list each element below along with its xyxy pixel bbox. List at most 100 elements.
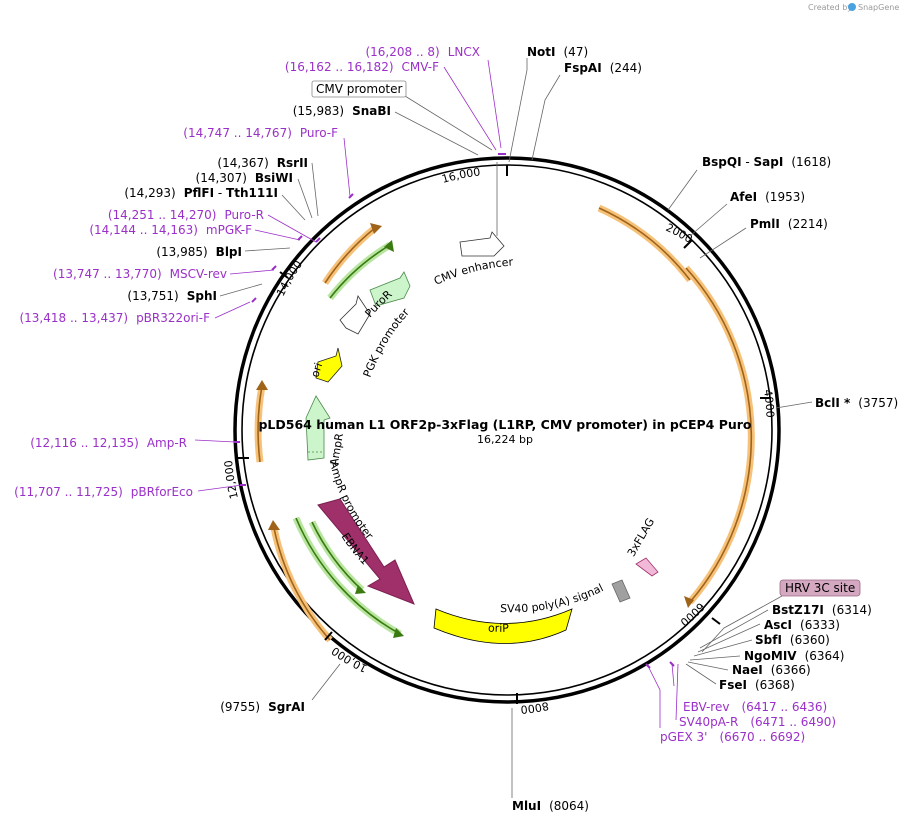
connector-bspqi	[667, 169, 698, 211]
connector-mscv-rev	[229, 269, 275, 275]
plasmid-size: 16,224 bp	[477, 433, 533, 446]
primer-lncx[interactable]: (16,208 .. 8)LNCX	[365, 45, 480, 59]
connector-sgrai	[311, 663, 341, 701]
enzyme-sbfi[interactable]: SbfI(6360)	[755, 633, 830, 647]
connector-pmli	[699, 227, 747, 259]
connector-pbr322ori-f	[214, 301, 251, 319]
cmv-promoter-label: CMV promoter	[316, 82, 403, 96]
primer-puro-r[interactable]: (14,251 .. 14,270)Puro-R	[108, 208, 264, 222]
cmv-enhancer-label: CMV enhancer	[432, 255, 514, 287]
orip-label: oriP	[488, 621, 510, 634]
primer-amp-r[interactable]: (12,116 .. 12,135)Amp-R	[30, 436, 187, 450]
primer-pgex3[interactable]: pGEX 3'(6670 .. 6692)	[660, 730, 805, 744]
enzyme-afei[interactable]: AfeI(1953)	[730, 190, 805, 204]
tick-10000	[324, 631, 333, 641]
tick-14000	[279, 271, 289, 279]
connector-snabi	[394, 111, 479, 156]
primer-mark-pgex3	[645, 663, 651, 669]
cmv-promoter-box[interactable]: CMV promoter	[311, 80, 407, 98]
enzyme-pmli[interactable]: PmlI(2214)	[750, 217, 828, 231]
enzyme-pflfi-tth111i[interactable]: (14,293)PflFI - Tth111I	[124, 186, 278, 200]
plasmid-name: pLD564 human L1 ORF2p-3xFlag (L1RP, CMV …	[258, 417, 751, 432]
enzyme-mlui[interactable]: MluI(8064)	[512, 799, 589, 813]
enzyme-fspai[interactable]: FspAI(244)	[564, 61, 642, 75]
cmv-enhancer-feature	[459, 231, 505, 257]
hrv-3c-site-box[interactable]: HRV 3C site	[779, 579, 861, 597]
connector-bcli	[775, 401, 813, 409]
arrowhead-green-2	[393, 628, 404, 638]
hrv-box-frame	[779, 579, 861, 597]
snapgene-credit: Created by SnapGene	[808, 3, 899, 12]
connector-sbfi	[693, 639, 753, 657]
enzyme-blpi[interactable]: (13,985)BlpI	[156, 245, 242, 259]
feature-arc-orange-3-core	[273, 527, 331, 641]
ori-label: ori	[308, 361, 325, 379]
hrv-3c-site-label: HRV 3C site	[785, 581, 855, 595]
connector-bsiwi	[297, 178, 313, 219]
credit-text: Created by	[808, 3, 852, 12]
connector-pbrforeco	[197, 484, 243, 492]
enzyme-bstz17i[interactable]: BstZ17I(6314)	[772, 603, 872, 617]
connector-mpgk-f	[254, 229, 301, 241]
connector-pflfi	[281, 194, 306, 221]
tick-label-2000: 2000	[664, 221, 695, 246]
connector-afei	[689, 203, 728, 237]
sv40-label: SV40 poly(A) signal	[500, 581, 606, 615]
connector-sv40pa-r	[675, 663, 679, 721]
primer-mark-ebv-rev	[669, 661, 675, 667]
connector-cmv-promoter	[404, 95, 493, 151]
connector-naei	[687, 661, 729, 671]
tick-marks	[238, 165, 771, 704]
enzyme-naei[interactable]: NaeI(6366)	[732, 663, 811, 677]
enzyme-snabi[interactable]: (15,983)SnaBI	[293, 104, 391, 118]
ampr-label: AmpR	[328, 432, 347, 467]
connector-rsrii	[311, 162, 319, 217]
primer-labels: (16,208 .. 8)LNCX (16,162 .. 16,182)CMV-…	[14, 45, 836, 744]
puror-feature	[369, 271, 411, 307]
ampr-feature	[305, 395, 331, 461]
enzyme-noti[interactable]: NotI(47)	[527, 45, 588, 59]
primer-pbrforeco[interactable]: (11,707 .. 11,725)pBRforEco	[14, 485, 193, 499]
ebna1-feature	[317, 498, 415, 605]
primer-ebv-rev[interactable]: EBV-rev(6417 .. 6436)	[683, 700, 827, 714]
enzyme-asci[interactable]: AscI(6333)	[764, 618, 840, 632]
tick-label-6000: 6000	[678, 600, 708, 629]
enzyme-ngomiv[interactable]: NgoMIV(6364)	[744, 649, 844, 663]
3xflag-feature	[635, 557, 659, 577]
feature-arc-green-2-core	[295, 517, 401, 635]
primer-puro-f[interactable]: (14,747 .. 14,767)Puro-F	[183, 126, 338, 140]
primer-cmv-f[interactable]: (16,162 .. 16,182)CMV-F	[285, 60, 439, 74]
connector-puro-r	[267, 214, 317, 243]
enzyme-bcli[interactable]: BclI *(3757)	[815, 396, 898, 410]
enzyme-bsiwi[interactable]: (14,307)BsiWI	[196, 171, 293, 185]
enzyme-labels: NotI(47) FspAI(244) BspQI - SapI(1618) A…	[124, 45, 898, 813]
connector-fspai	[531, 74, 561, 161]
ori-feature	[315, 347, 343, 383]
enzyme-rsrii[interactable]: (14,367)RsrII	[217, 156, 308, 170]
primer-mscv-rev[interactable]: (13,747 .. 13,770)MSCV-rev	[53, 267, 227, 281]
orip-feature	[433, 608, 573, 644]
primer-mark-puro-r	[315, 237, 321, 243]
connector-noti	[508, 58, 528, 163]
enzyme-sphi[interactable]: (13,751)SphI	[127, 289, 217, 303]
connector-blpi	[244, 247, 291, 252]
enzyme-sgrai[interactable]: (9755)SgrAI	[220, 700, 305, 714]
primer-pbr322ori-f[interactable]: (13,418 .. 13,437)pBR322ori-F	[19, 311, 210, 325]
connector-pgex3	[647, 665, 661, 728]
primer-mark-puro-f	[348, 193, 354, 199]
enzyme-fsei[interactable]: FseI(6368)	[719, 678, 795, 692]
primer-mpgk-f[interactable]: (14,144 .. 14,163)mPGK-F	[89, 223, 252, 237]
primer-marks	[234, 153, 675, 669]
arrowhead-orange-5	[370, 223, 382, 234]
connector-fsei	[685, 663, 717, 685]
tick-label-4000: 4000	[761, 389, 776, 418]
arrowhead-green-3	[355, 585, 366, 594]
backbone-outer-ring	[233, 156, 781, 704]
tick-label-16000: 16,000	[440, 165, 481, 185]
primer-sv40pa-r[interactable]: SV40pA-R(6471 .. 6490)	[679, 715, 836, 729]
enzyme-bspqi-sapi[interactable]: BspQI - SapI(1618)	[702, 155, 831, 169]
primer-mark-mpgk-f	[297, 235, 303, 241]
feature-arc-orange-1-core	[598, 207, 691, 281]
pgk-promoter-feature	[339, 295, 371, 335]
